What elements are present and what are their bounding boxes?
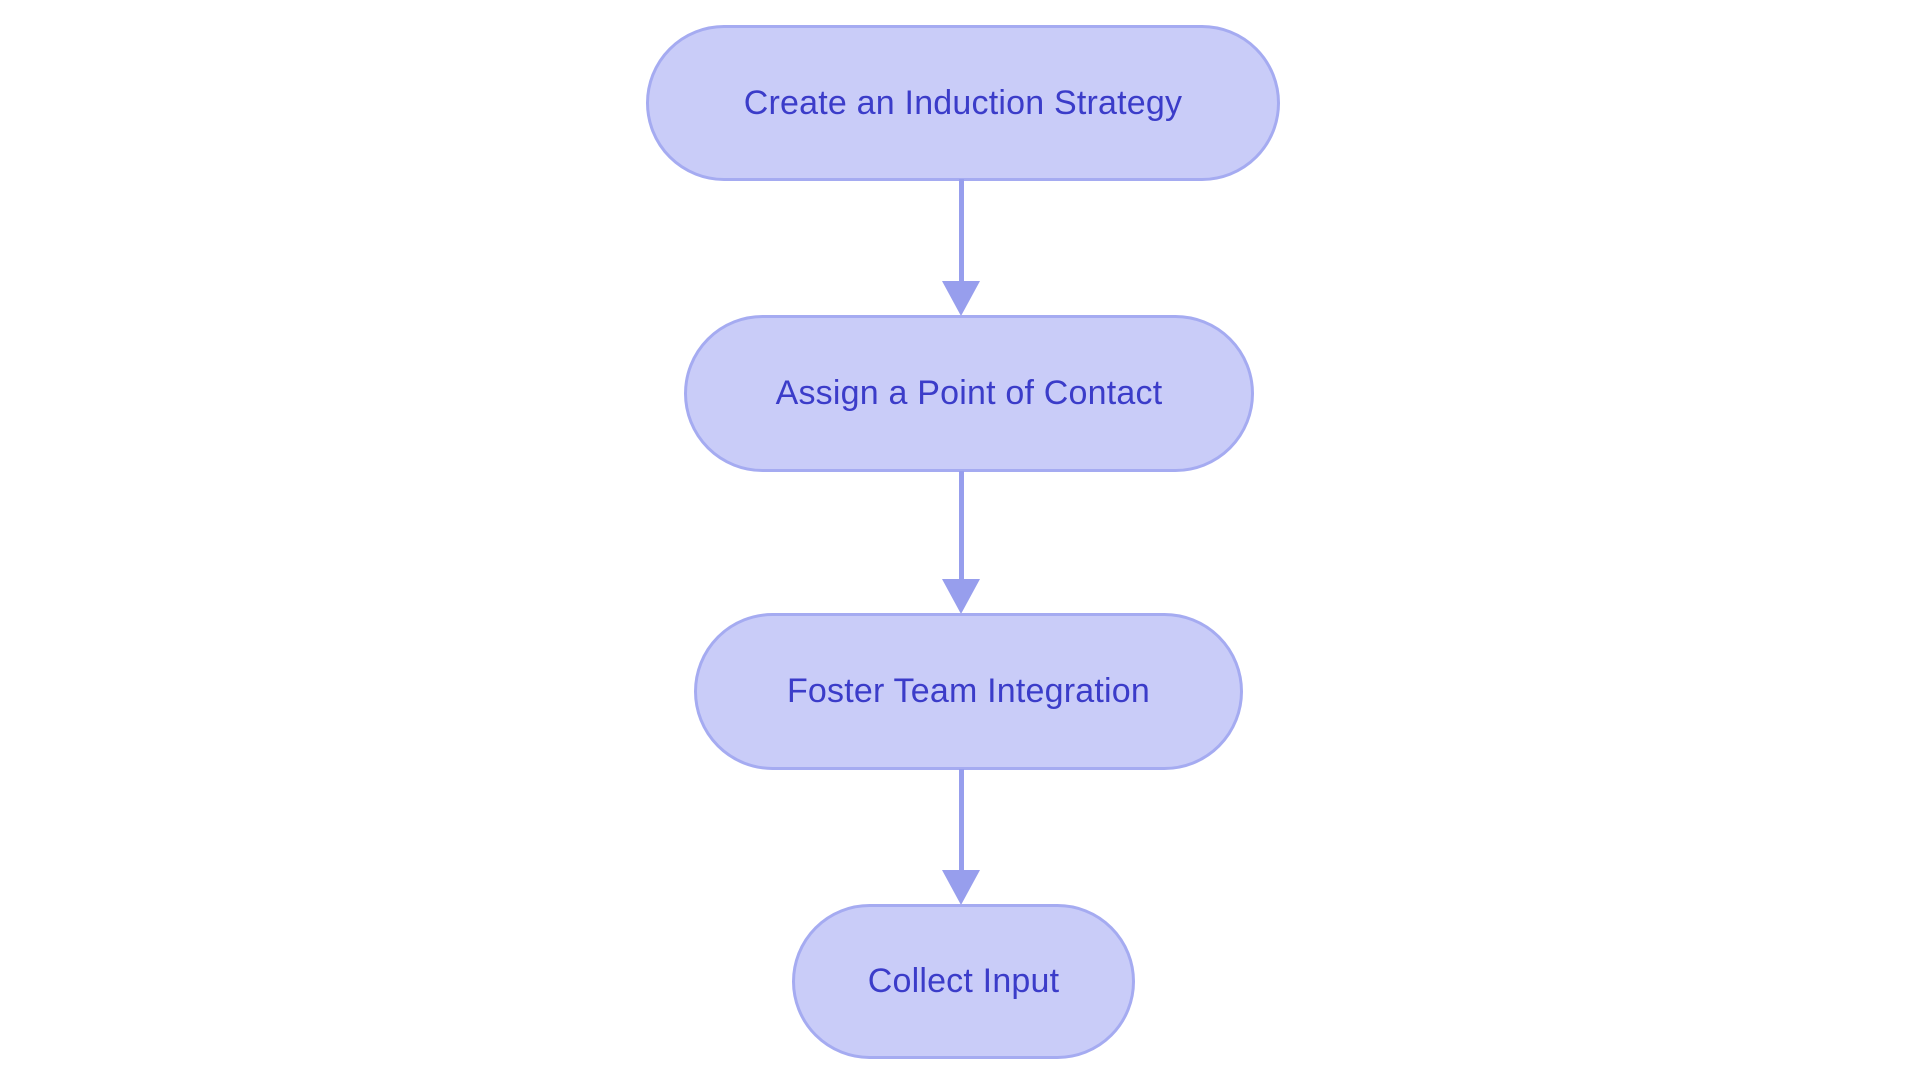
node-label: Collect Input (867, 962, 1060, 1001)
flow-node-foster-team-integration: Foster Team Integration (694, 613, 1243, 770)
flow-node-collect-input: Collect Input (792, 904, 1135, 1059)
flow-node-create-induction-strategy: Create an Induction Strategy (646, 25, 1280, 181)
node-label: Foster Team Integration (786, 672, 1151, 711)
node-label: Assign a Point of Contact (775, 374, 1163, 413)
arrow-down-icon (942, 471, 980, 614)
arrow-shaft (958, 471, 964, 579)
arrowhead-icon (942, 870, 980, 905)
node-label: Create an Induction Strategy (743, 83, 1183, 122)
arrow-shaft (958, 179, 964, 281)
arrow-down-icon (942, 769, 980, 905)
arrowhead-icon (942, 579, 980, 614)
arrowhead-icon (942, 281, 980, 316)
arrow-shaft (958, 769, 964, 870)
arrow-down-icon (942, 179, 980, 316)
flow-node-assign-point-of-contact: Assign a Point of Contact (684, 315, 1254, 472)
